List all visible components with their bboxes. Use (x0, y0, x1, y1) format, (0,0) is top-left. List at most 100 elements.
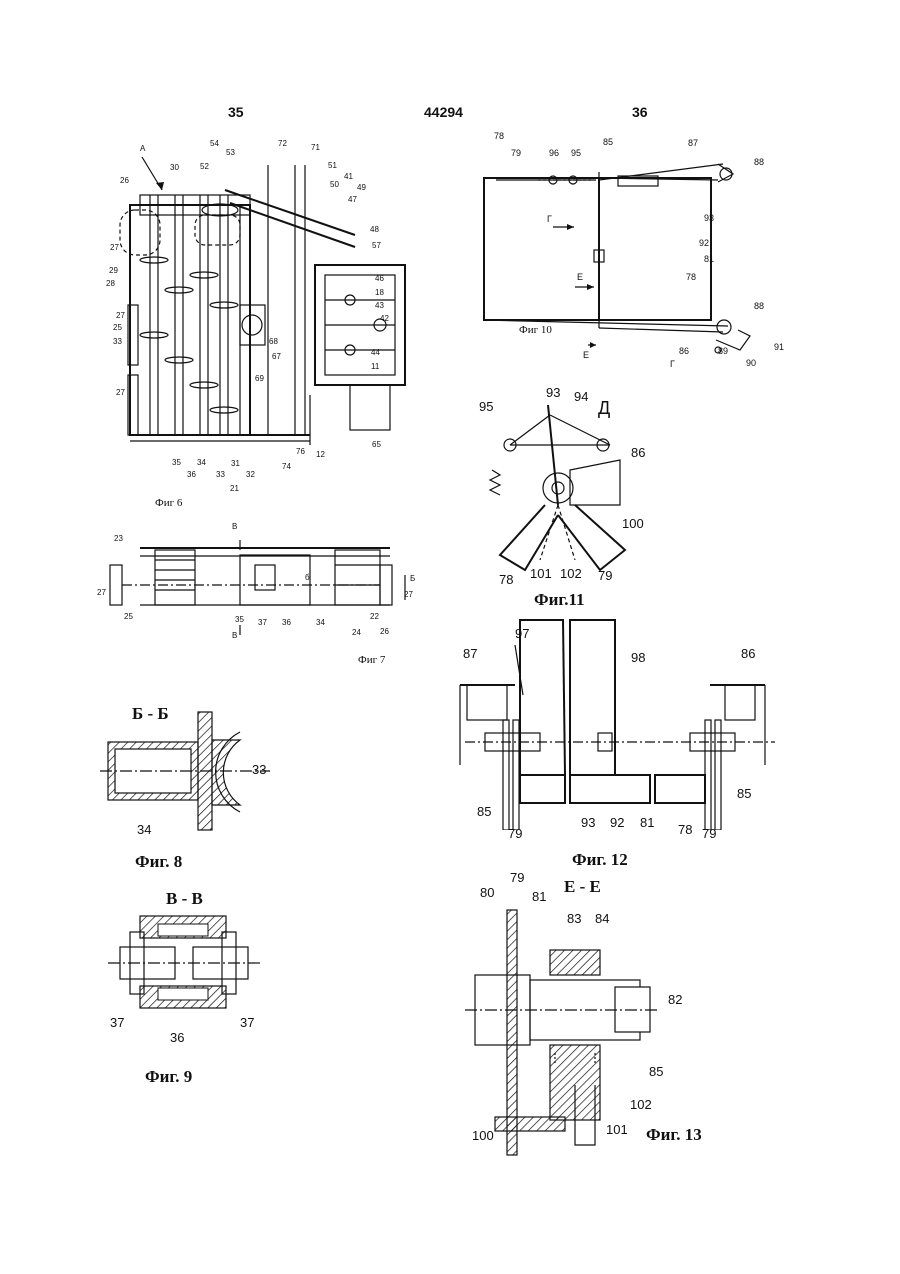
fig6-label: 30 (170, 163, 179, 172)
fig6-caption: Фиг 6 (155, 497, 182, 509)
fig6-label: 27 (110, 243, 119, 252)
fig6-label: 72 (278, 139, 287, 148)
fig10-label: 96 (549, 148, 559, 158)
fig8-label: 34 (137, 822, 151, 837)
fig13-label: 82 (668, 992, 682, 1007)
fig6-label: 68 (269, 337, 278, 346)
fig11-label: 94 (574, 389, 588, 404)
fig6-label: 35 (172, 458, 181, 467)
fig12-label: 93 (581, 815, 595, 830)
fig9-label: 36 (170, 1030, 184, 1045)
patent-number: 44294 (424, 104, 463, 120)
fig11-label: 101 (530, 566, 552, 581)
fig6-label: 76 (296, 447, 305, 456)
fig6-label: 27 (116, 388, 125, 397)
fig10-label: 91 (774, 342, 784, 352)
fig6-label: 33 (216, 470, 225, 479)
fig10-label: 87 (688, 138, 698, 148)
right-page-number: 36 (632, 104, 648, 120)
fig13-label: 100 (472, 1128, 494, 1143)
fig10-label: 86 (679, 346, 689, 356)
fig7-label: 25 (124, 612, 133, 621)
fig9-label: 37 (110, 1015, 124, 1030)
fig10-label: 78 (686, 272, 696, 282)
fig13-label: 101 (606, 1122, 628, 1137)
fig6-label: 41 (344, 172, 353, 181)
fig7-label: 22 (370, 612, 379, 621)
section-mark: б (305, 573, 310, 582)
fig6-label: 52 (200, 162, 209, 171)
fig13-label: 80 (480, 885, 494, 900)
fig9-section-title: В - В (166, 889, 203, 909)
fig9-label: 37 (240, 1015, 254, 1030)
section-mark: Е (577, 272, 583, 282)
fig6-label: 47 (348, 195, 357, 204)
fig10-label: 90 (746, 358, 756, 368)
view-mark-A: А (140, 144, 145, 153)
fig11-label: 102 (560, 566, 582, 581)
fig6-label: 18 (375, 288, 384, 297)
fig13-label: 81 (532, 889, 546, 904)
section-mark: В (232, 522, 237, 531)
fig13-section-title: Е - Е (564, 877, 601, 897)
fig10-label: 78 (494, 131, 504, 141)
fig7-label: 36 (282, 618, 291, 627)
fig9-caption: Фиг. 9 (145, 1067, 192, 1087)
section-mark: В (232, 631, 237, 640)
fig6-label: 67 (272, 352, 281, 361)
fig10-label: 88 (754, 157, 764, 167)
fig11-label: 78 (499, 572, 513, 587)
fig11-label: 100 (622, 516, 644, 531)
fig12-label: 81 (640, 815, 654, 830)
fig6-label: 21 (230, 484, 239, 493)
fig12-label: 79 (508, 826, 522, 841)
fig6-label: 29 (109, 266, 118, 275)
fig12-label: 86 (741, 646, 755, 661)
fig7-caption: Фиг 7 (358, 654, 385, 666)
fig6-label: 48 (370, 225, 379, 234)
fig6-label: 54 (210, 139, 219, 148)
fig6-label: 69 (255, 374, 264, 383)
fig6-label: 51 (328, 161, 337, 170)
fig6-label: 33 (113, 337, 122, 346)
fig11-label: 93 (546, 385, 560, 400)
fig11-label: 79 (598, 568, 612, 583)
fig7-label: 27 (404, 590, 413, 599)
fig11-label: 86 (631, 445, 645, 460)
fig6-label: 49 (357, 183, 366, 192)
fig12-label: 98 (631, 650, 645, 665)
fig7-label: 23 (114, 534, 123, 543)
fig7-label: 26 (380, 627, 389, 636)
fig12-label: 85 (477, 804, 491, 819)
fig6-label: 42 (380, 314, 389, 323)
fig12-label: 78 (678, 822, 692, 837)
fig6-label: 50 (330, 180, 339, 189)
fig6-label: 65 (372, 440, 381, 449)
fig12-label: 87 (463, 646, 477, 661)
fig13-caption: Фиг. 13 (646, 1125, 702, 1145)
fig10-label: 92 (699, 238, 709, 248)
section-mark: Г (547, 214, 552, 224)
fig12-label: 92 (610, 815, 624, 830)
fig6-label: 36 (187, 470, 196, 479)
figure-9-drawing (108, 912, 268, 1017)
fig7-label: 34 (316, 618, 325, 627)
fig10-label: 81 (704, 254, 714, 264)
fig12-label: 85 (737, 786, 751, 801)
fig7-label: 27 (97, 588, 106, 597)
fig6-label: 27 (116, 311, 125, 320)
fig6-label: 71 (311, 143, 320, 152)
fig6-label: 26 (120, 176, 129, 185)
fig6-label: 11 (371, 362, 379, 371)
fig11-label: 95 (479, 399, 493, 414)
fig10-label: 89 (718, 346, 728, 356)
section-mark: Г (670, 359, 675, 369)
fig6-label: 31 (231, 459, 240, 468)
fig6-label: 57 (372, 241, 381, 250)
left-page-number: 35 (228, 104, 244, 120)
fig12-label: 79 (702, 826, 716, 841)
fig12-caption: Фиг. 12 (572, 850, 628, 870)
fig6-label: 44 (371, 348, 380, 357)
fig13-label: 85 (649, 1064, 663, 1079)
fig10-label: 88 (754, 301, 764, 311)
